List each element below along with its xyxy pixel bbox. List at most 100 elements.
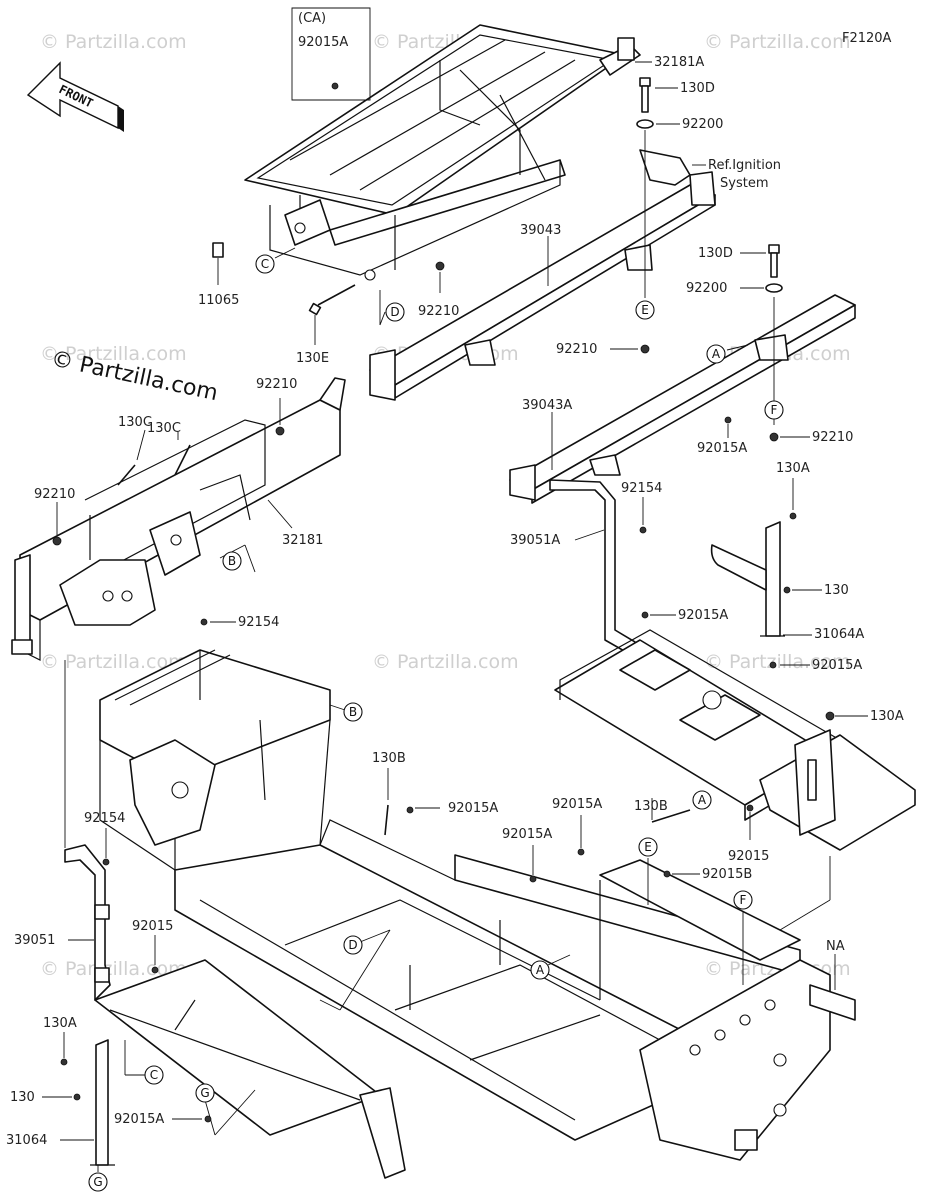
bolt-130D-top-icon <box>639 77 651 113</box>
bolt-icon <box>746 804 754 812</box>
callout-B-c: B <box>349 705 357 719</box>
bolt-icon <box>663 870 671 878</box>
callout-E-top: E <box>641 303 649 317</box>
label-92210-d: 92210 <box>418 304 459 319</box>
bolt-icon <box>73 1093 81 1101</box>
label-130A-l: 130A <box>43 1016 77 1031</box>
ignition-bracket <box>639 149 691 186</box>
bolt-icon <box>769 661 777 669</box>
label-92015A-l: 92015A <box>114 1112 164 1127</box>
label-130-r: 130 <box>824 583 849 598</box>
callout-D-c: D <box>348 938 357 952</box>
bolt-icon <box>151 966 159 974</box>
bracket-31064 <box>90 1039 115 1166</box>
rear-frame-39051A <box>549 479 841 821</box>
label-11065: 11065 <box>198 293 239 308</box>
label-39051A: 39051A <box>510 533 560 548</box>
bolt-130B-icon <box>384 804 389 836</box>
callout-A-center: A <box>536 963 545 977</box>
watermark: © Partzilla.com <box>40 651 187 673</box>
bolt-icon <box>577 848 585 856</box>
label-92200-mid: 92200 <box>686 281 727 296</box>
callout-D-top: D <box>390 305 399 319</box>
front-arrow-icon: FRONT <box>26 61 124 132</box>
cross-member-39043 <box>369 171 716 401</box>
front-rack-32181 <box>11 377 346 661</box>
label-130-l: 130 <box>10 1090 35 1105</box>
callout-G-l: G <box>93 1175 102 1189</box>
bolt-icon <box>102 858 110 866</box>
bolt-icon <box>204 1115 212 1123</box>
callout-F-top: F <box>771 403 778 417</box>
label-92015A-top: 92015A <box>298 35 348 50</box>
bolt-130E-icon <box>308 284 356 316</box>
label-130A-r2: 130A <box>870 709 904 724</box>
label-92210-e: 92210 <box>556 342 597 357</box>
callout-C-l: C <box>150 1068 158 1082</box>
bolt-icon <box>406 806 414 814</box>
label-92200-top: 92200 <box>682 117 723 132</box>
watermark: © Partzilla.com <box>40 958 187 980</box>
label-130B-c: 130B <box>372 751 406 766</box>
watermark: © Partzilla.com <box>704 31 851 53</box>
label-31064A: 31064A <box>814 627 864 642</box>
label-92015B: 92015B <box>702 867 752 882</box>
label-92210-left: 92210 <box>34 487 75 502</box>
bracket-31064A <box>710 521 785 637</box>
label-92015A-c3: 92015A <box>502 827 552 842</box>
label-92154-l: 92154 <box>84 811 125 826</box>
label-130E: 130E <box>296 351 329 366</box>
label-92015A-right: 92015A <box>697 441 747 456</box>
label-92015-r: 92015 <box>728 849 769 864</box>
bolt-130C-icon <box>174 444 191 476</box>
bolt-icon <box>60 1058 68 1066</box>
label-39043: 39043 <box>520 223 561 238</box>
bolt-icon <box>783 586 791 594</box>
label-92210-f: 92210 <box>812 430 853 445</box>
label-130D-top: 130D <box>680 81 715 96</box>
bolt-icon <box>724 416 732 424</box>
nut-icon <box>640 344 650 354</box>
bolt-icon <box>639 526 647 534</box>
skid-plate <box>759 729 916 851</box>
label-31064: 31064 <box>6 1133 47 1148</box>
bolt-icon <box>641 611 649 619</box>
ca-box <box>291 7 371 101</box>
bolt-icon <box>529 875 537 883</box>
rear-frame-39051 <box>64 844 111 1001</box>
watermark: © Partzilla.com <box>372 651 519 673</box>
watermark: © Partzilla.com <box>704 651 851 673</box>
nut-icon <box>769 432 779 442</box>
callout-G-c: G <box>200 1086 209 1100</box>
nut-icon <box>52 536 62 546</box>
label-130A-r1: 130A <box>776 461 810 476</box>
label-92015A-c2: 92015A <box>552 797 602 812</box>
callout-F-c: F <box>740 893 747 907</box>
label-NA: NA <box>826 939 845 954</box>
watermark: © Partzilla.com <box>40 31 187 53</box>
label-92015A-c: 92015A <box>448 801 498 816</box>
cargo-rack-32181A <box>244 24 641 281</box>
bolt-130D-mid-icon <box>768 244 780 278</box>
label-92154-r: 92154 <box>621 481 662 496</box>
label-130C-b: 130C <box>118 415 152 430</box>
bolt-icon <box>789 512 797 520</box>
label-92015-l: 92015 <box>132 919 173 934</box>
label-39043A: 39043A <box>522 398 572 413</box>
clip-11065-icon <box>212 242 224 258</box>
callout-C-top: C <box>261 257 269 271</box>
label-130D-mid: 130D <box>698 246 733 261</box>
watermark: © Partzilla.com <box>40 343 187 365</box>
nut-icon <box>275 426 285 436</box>
callout-B-l: B <box>228 554 236 568</box>
label-ref-ignition-2: System <box>720 176 768 191</box>
bolt-icon <box>825 711 835 721</box>
label-130B-r: 130B <box>634 799 668 814</box>
label-92210-far: 92210 <box>256 377 297 392</box>
label-32181: 32181 <box>282 533 323 548</box>
nut-icon <box>435 261 445 271</box>
label-39051: 39051 <box>14 933 55 948</box>
bolt-icon <box>200 618 208 626</box>
label-92015A-r2: 92015A <box>678 608 728 623</box>
